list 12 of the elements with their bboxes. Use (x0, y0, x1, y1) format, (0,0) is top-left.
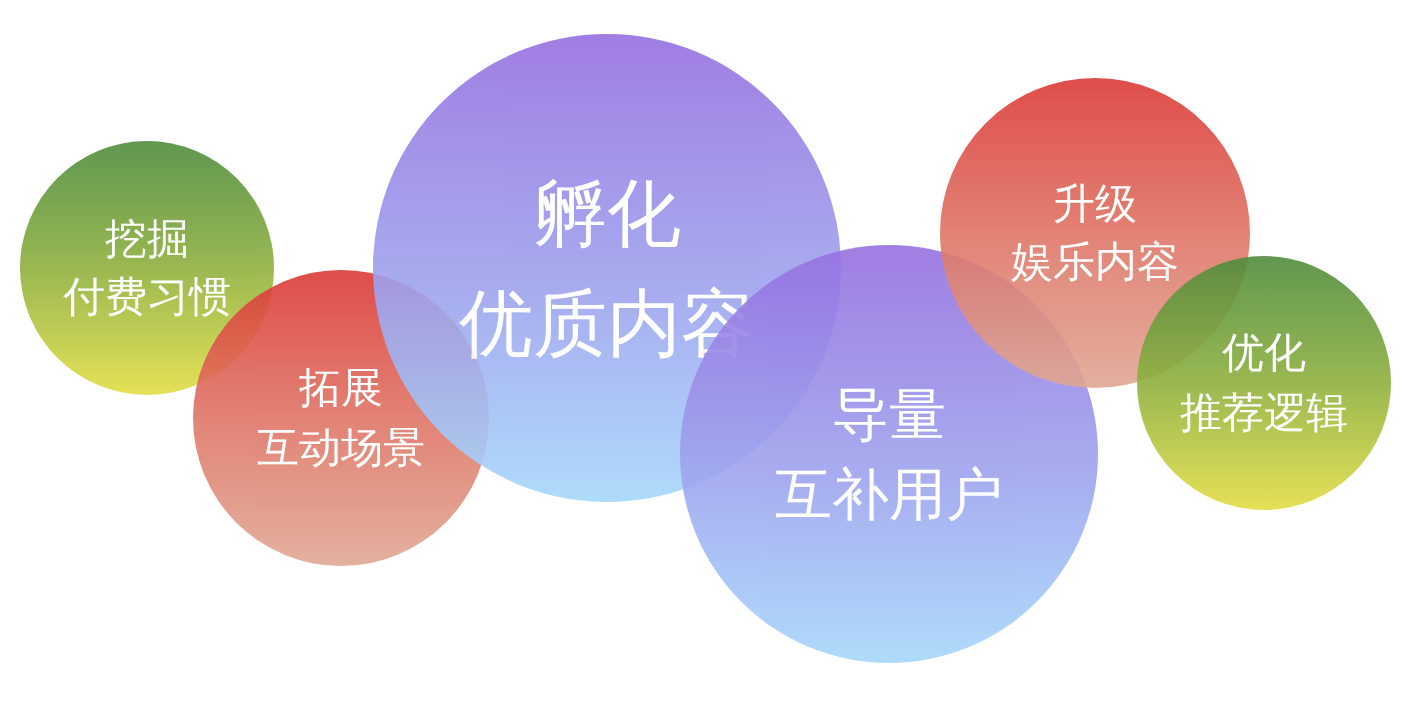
circle-label: 升级 (1053, 178, 1137, 230)
circle-label: 互补用户 (775, 460, 1003, 529)
circle-label: 娱乐内容 (1011, 236, 1179, 288)
circle-label: 付费习惯 (63, 271, 231, 323)
circle-label: 导量 (832, 380, 946, 449)
circle-label: 拓展 (299, 362, 383, 414)
circle-label: 优化 (1222, 327, 1306, 379)
circle-label: 推荐逻辑 (1180, 387, 1348, 439)
circle-label: 挖掘 (105, 213, 189, 265)
circle-label: 孵化 (533, 169, 681, 258)
circle-label: 优质内容 (459, 279, 755, 368)
circle-label: 互动场景 (257, 422, 425, 474)
